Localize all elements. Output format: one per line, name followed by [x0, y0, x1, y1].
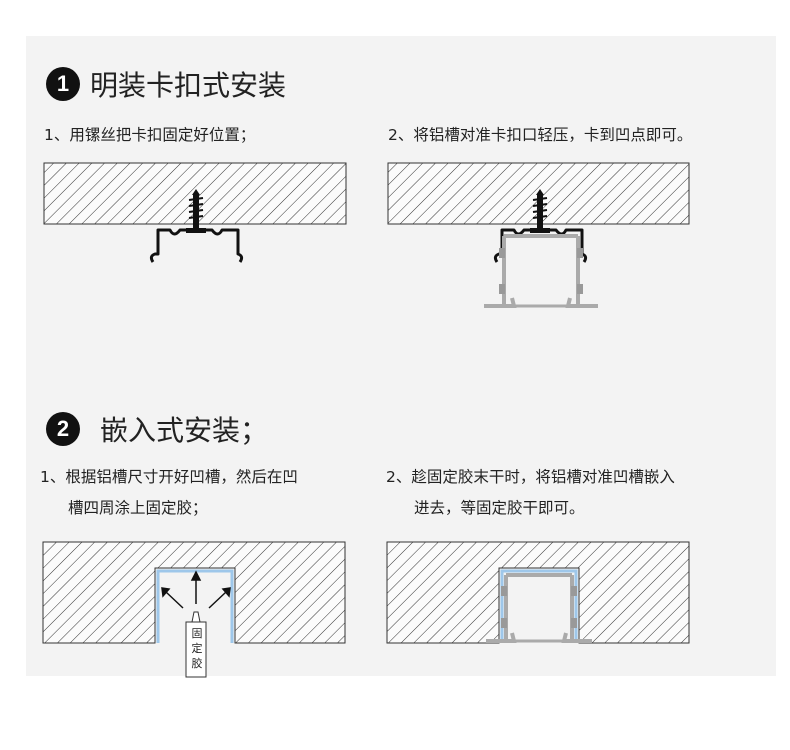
aluminium-profile — [484, 234, 598, 308]
aluminium-profile-2 — [486, 573, 592, 643]
glue-label-char-3: 胶 — [191, 657, 203, 670]
section2-heading: 2 嵌入式安装； — [46, 409, 268, 449]
glue-arrows-icon — [161, 570, 231, 609]
section2-title: 嵌入式安装； — [100, 414, 269, 447]
glue-label-char-2: 定 — [191, 642, 203, 655]
section1-step1: 1、用镙丝把卡扣固定好位置； — [44, 126, 256, 144]
grooved-block-2 — [386, 541, 690, 644]
glue-lining — [156, 569, 234, 643]
section2-step2-line2: 进去，等固定胶干即可。 — [414, 499, 585, 517]
glue-label-char-1: 固 — [191, 627, 203, 640]
section2-step2-line1: 2、趁固定胶末干时，将铝槽对准凹槽嵌入 — [386, 468, 675, 486]
mounting-clip — [149, 228, 244, 263]
section2-step1-line2: 槽四周涂上固定胶； — [68, 499, 208, 517]
glue-tube-label: 固 定 胶 — [187, 626, 207, 671]
section2-step1-line1: 1、根据铝槽尺寸开好凹槽，然后在凹 — [40, 468, 298, 486]
section1-heading: 1 明装卡扣式安装 — [46, 64, 286, 104]
glue-tube-icon — [185, 611, 207, 678]
section1-step2: 2、将铝槽对准卡扣口轻压，卡到凹点即可。 — [388, 126, 693, 144]
section1-number-badge: 1 — [46, 67, 80, 101]
section2-step1: 1、根据铝槽尺寸开好凹槽，然后在凹 槽四周涂上固定胶； — [40, 462, 298, 524]
section2-number-badge: 2 — [46, 412, 80, 446]
section2-step2: 2、趁固定胶末干时，将铝槽对准凹槽嵌入 进去，等固定胶干即可。 — [386, 462, 675, 524]
section1-title: 明装卡扣式安装 — [90, 69, 287, 102]
